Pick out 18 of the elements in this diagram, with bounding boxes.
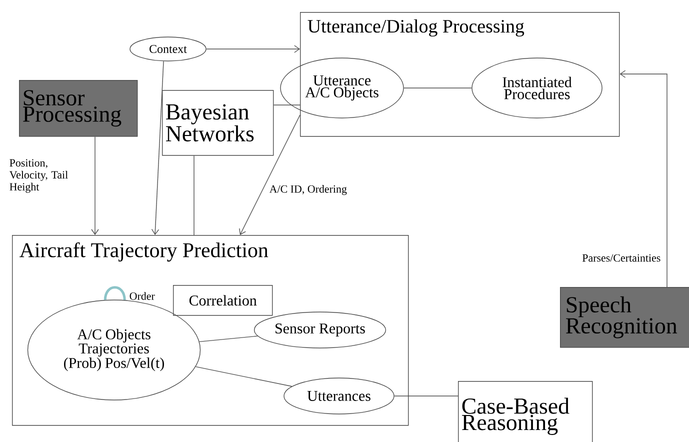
arrow — [91, 136, 99, 235]
edge-label: A/C ID, Ordering — [269, 185, 347, 195]
arrow — [206, 45, 300, 53]
module-box: Case-Based Reasoning — [458, 381, 593, 442]
connector-line — [195, 366, 292, 387]
module-box: Sensor Processing — [19, 80, 138, 137]
edge-label: Parses/Certainties — [582, 254, 660, 262]
arrow — [620, 70, 668, 288]
module-box: Speech Recognition — [560, 287, 689, 348]
module-box: Bayesian Networks — [162, 90, 274, 156]
edge-label: Position, Velocity, Tail Height — [9, 159, 68, 193]
connector-line — [199, 336, 258, 342]
process-box: Correlation — [173, 285, 273, 316]
connector-line — [273, 104, 300, 106]
arrow — [239, 114, 300, 235]
edge-label: Order — [130, 292, 155, 300]
arrow — [151, 60, 164, 235]
loop-arc — [104, 286, 126, 300]
